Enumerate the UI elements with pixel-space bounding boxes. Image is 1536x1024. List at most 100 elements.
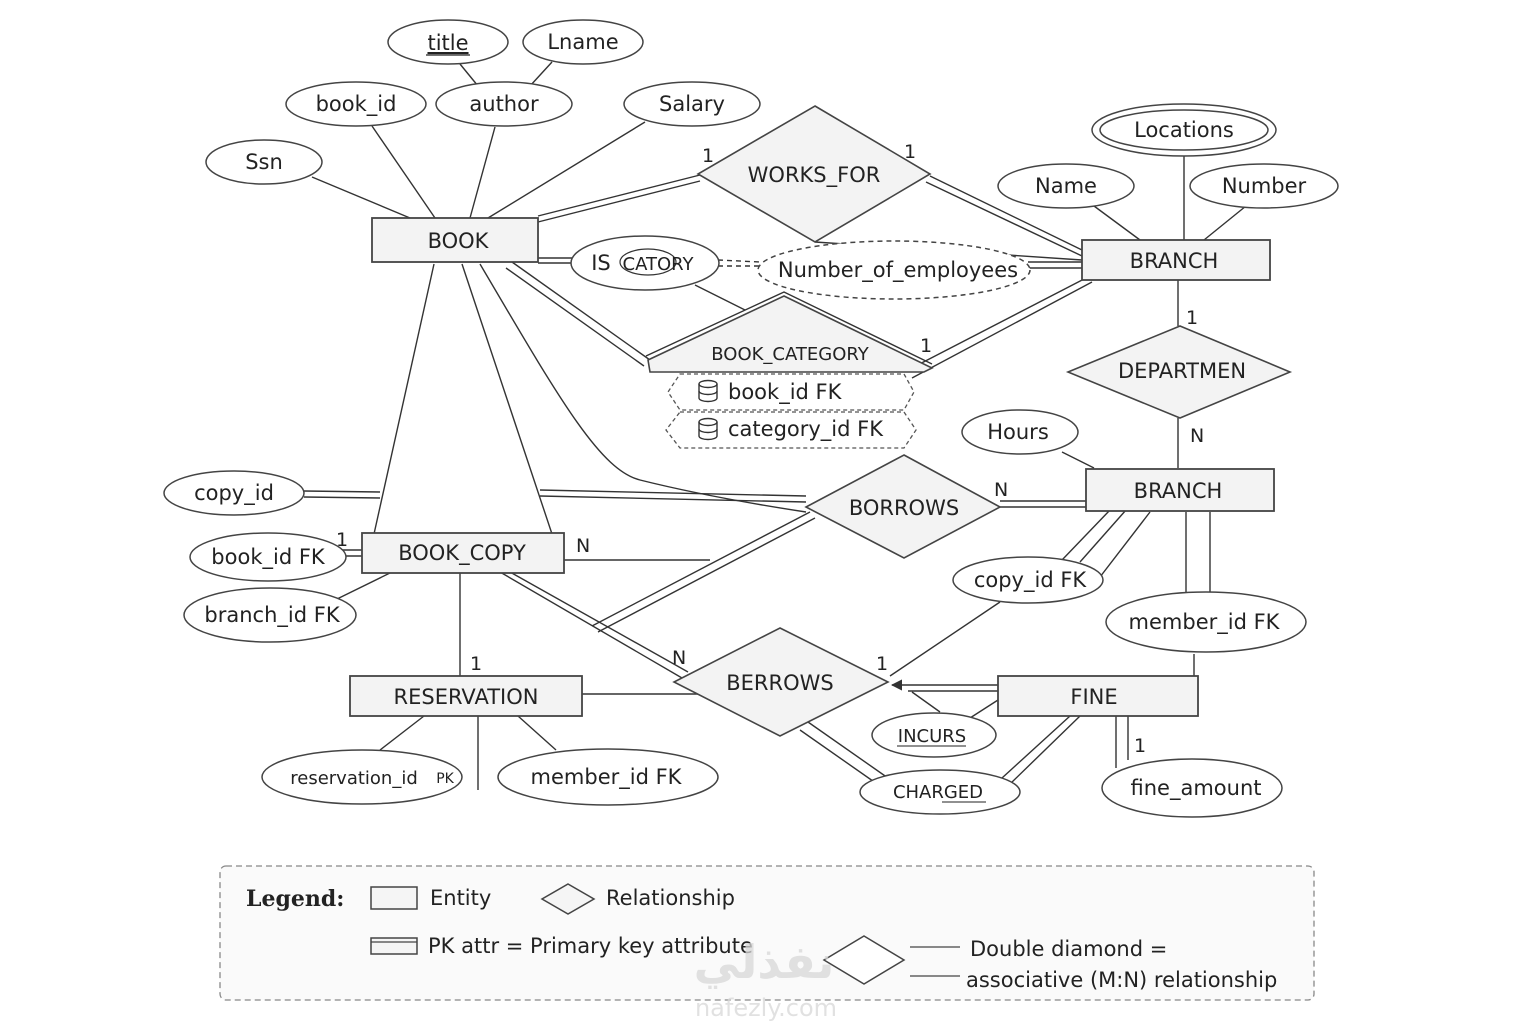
- book-category-field-0[interactable]: book_id FK: [667, 373, 915, 411]
- legend-double-diamond: Double diamond = associative (M:N) relat…: [822, 935, 1277, 992]
- cardinality-book-category-branch: 1: [920, 335, 932, 357]
- legend-title: Legend:: [246, 886, 344, 912]
- svg-text:FINE: FINE: [1070, 685, 1117, 709]
- attr-hours[interactable]: Hours: [961, 409, 1079, 455]
- svg-text:Locations: Locations: [1134, 118, 1234, 142]
- cardinality-borrows-branch: N: [994, 479, 1008, 501]
- attr-locations[interactable]: Locations: [1091, 103, 1277, 157]
- rel-berrows[interactable]: BERROWS: [672, 627, 890, 737]
- svg-text:WORKS_FOR: WORKS_FOR: [748, 163, 881, 188]
- attr-number[interactable]: Number: [1189, 163, 1339, 209]
- entity-branch-mid[interactable]: BRANCH: [1085, 468, 1275, 512]
- svg-text:reservation_id: reservation_id: [290, 768, 418, 789]
- book-category-field-label: category_id FK: [728, 417, 884, 442]
- svg-text:PK: PK: [436, 771, 454, 787]
- attr-copy-id[interactable]: copy_id: [163, 470, 305, 516]
- cardinality-works-for-branch: 1: [904, 141, 916, 163]
- svg-text:Salary: Salary: [659, 92, 725, 116]
- attr-number-of-employees[interactable]: Number_of_employees: [757, 240, 1031, 300]
- rel-departmen[interactable]: DEPARTMEN: [1065, 325, 1293, 419]
- attr-member-id-fk-branch[interactable]: member_id FK: [1105, 591, 1307, 653]
- watermark: نفذلي nafezly.com: [694, 935, 837, 1022]
- attr-lname[interactable]: Lname: [522, 19, 644, 65]
- svg-text:author: author: [469, 92, 539, 116]
- attr-member-id-fk-res[interactable]: member_id FK: [497, 748, 719, 806]
- attr-reservation-id-pk[interactable]: reservation_id PK: [261, 749, 463, 805]
- attr-title[interactable]: title: [387, 19, 509, 65]
- svg-text:Hours: Hours: [987, 420, 1049, 444]
- svg-text:member_id FK: member_id FK: [531, 765, 683, 790]
- attr-author[interactable]: author: [435, 81, 573, 127]
- cardinality-reservation-top: 1: [470, 653, 482, 675]
- attr-branch-id-fk[interactable]: branch_id FK: [183, 587, 357, 643]
- rel-book-category[interactable]: BOOK_CATEGORY book_id FK category_id FK: [645, 291, 934, 449]
- cardinality-works-for-book: 1: [702, 145, 714, 167]
- cardinality-departmen-top: 1: [1186, 307, 1198, 329]
- svg-text:fine_amount: fine_amount: [1131, 776, 1262, 801]
- svg-text:PK attr = Primary key attribut: PK attr = Primary key attribute: [428, 934, 753, 958]
- svg-text:associative (M:N) relationship: associative (M:N) relationship: [966, 968, 1277, 992]
- svg-text:BORROWS: BORROWS: [849, 496, 959, 520]
- svg-text:Entity: Entity: [430, 886, 491, 910]
- rel-borrows[interactable]: BORROWS: [804, 454, 1002, 559]
- svg-text:Double diamond =: Double diamond =: [970, 937, 1167, 961]
- svg-text:Name: Name: [1035, 174, 1097, 198]
- cardinality-berrows-right: 1: [876, 653, 888, 675]
- svg-text:nafezly.com: nafezly.com: [695, 994, 837, 1022]
- entity-reservation[interactable]: RESERVATION: [349, 675, 583, 717]
- attr-salary[interactable]: Salary: [623, 81, 761, 127]
- book-category-field-1[interactable]: category_id FK: [665, 411, 917, 449]
- attr-copy-id-fk[interactable]: copy_id FK: [952, 556, 1104, 604]
- svg-text:RESERVATION: RESERVATION: [394, 685, 539, 709]
- svg-text:IS: IS: [591, 251, 611, 275]
- svg-text:Lname: Lname: [547, 30, 618, 54]
- database-icon: [698, 417, 718, 441]
- entity-book-copy[interactable]: BOOK_COPY: [361, 532, 565, 574]
- entity-branch-top[interactable]: BRANCH: [1081, 239, 1271, 281]
- attr-name[interactable]: Name: [997, 163, 1135, 209]
- svg-text:title: title: [427, 31, 468, 55]
- cardinality-book-copy-bookid: 1: [336, 529, 348, 551]
- rel-is-catory[interactable]: IS CATORY: [570, 235, 720, 291]
- cardinality-labels: 1 1 1 1 N N 1 N 1 N 1 1: [336, 141, 1204, 757]
- legend-pk-attr: PK attr = Primary key attribute: [370, 934, 753, 958]
- svg-text:INCURS: INCURS: [898, 726, 966, 747]
- svg-text:BERROWS: BERROWS: [726, 671, 833, 695]
- svg-text:book_id FK: book_id FK: [211, 545, 326, 570]
- rel-works-for[interactable]: WORKS_FOR: [696, 105, 932, 243]
- svg-text:CATORY: CATORY: [623, 254, 695, 275]
- svg-text:BRANCH: BRANCH: [1134, 479, 1223, 503]
- svg-text:CHARGED: CHARGED: [893, 782, 983, 803]
- svg-text:BRANCH: BRANCH: [1130, 249, 1219, 273]
- svg-text:DEPARTMEN: DEPARTMEN: [1118, 359, 1246, 383]
- svg-text:branch_id FK: branch_id FK: [204, 603, 340, 628]
- attr-charged[interactable]: CHARGED: [859, 769, 1021, 815]
- svg-text:copy_id: copy_id: [194, 481, 274, 506]
- svg-text:Ssn: Ssn: [245, 150, 283, 174]
- book-category-field-label: book_id FK: [728, 380, 843, 405]
- legend: Legend: Entity Relationship PK attr = Pr…: [219, 865, 1315, 1001]
- attr-book-id-fk[interactable]: book_id FK: [189, 532, 347, 582]
- svg-text:copy_id FK: copy_id FK: [974, 568, 1088, 593]
- entity-book[interactable]: BOOK: [371, 217, 539, 263]
- svg-text:Number_of_employees: Number_of_employees: [778, 258, 1018, 283]
- cardinality-book-copy-right: N: [576, 535, 590, 557]
- cardinality-berrows-left: N: [672, 647, 686, 669]
- database-icon: [698, 379, 718, 403]
- attr-ssn[interactable]: Ssn: [205, 139, 323, 185]
- cardinality-fine-amount: 1: [1134, 735, 1146, 757]
- legend-entity: Entity: [370, 886, 491, 910]
- svg-text:نفذلي: نفذلي: [694, 935, 835, 989]
- svg-text:Relationship: Relationship: [606, 886, 735, 910]
- entity-fine[interactable]: FINE: [997, 675, 1199, 717]
- svg-text:BOOK_COPY: BOOK_COPY: [398, 541, 526, 566]
- svg-text:member_id FK: member_id FK: [1129, 610, 1281, 635]
- attr-fine-amount[interactable]: fine_amount: [1101, 758, 1283, 818]
- cardinality-departmen-bottom: N: [1190, 425, 1204, 447]
- attr-incurs[interactable]: INCURS: [871, 712, 997, 758]
- svg-text:book_id: book_id: [316, 92, 397, 117]
- attr-book-id[interactable]: book_id: [285, 81, 427, 127]
- connector-lines: [303, 61, 1247, 790]
- legend-relationship: Relationship: [540, 883, 735, 915]
